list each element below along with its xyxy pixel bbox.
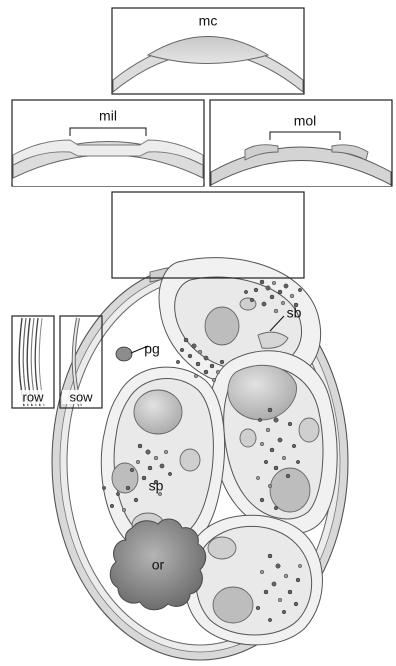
sporocyst-bottom — [184, 515, 322, 645]
label-sow: sow — [69, 389, 93, 404]
inset-micropyle-cap: mc — [112, 8, 304, 94]
inset-row: row — [12, 316, 54, 408]
sporocyst-right-vacuole-tiny — [240, 429, 256, 447]
label-mol: mol — [294, 113, 317, 129]
inset-mol: mol — [210, 100, 392, 186]
label-or: or — [152, 557, 165, 573]
label-row: row — [23, 389, 45, 404]
bracket-mol — [270, 132, 340, 140]
sporocyst-left-vacuole-small — [180, 449, 200, 471]
sporocyst-bottom-vacuole — [213, 587, 253, 623]
label-mil: mil — [99, 108, 117, 124]
sporocyst-right-vacuole-lower — [270, 468, 310, 512]
micropyle-cap-shape — [148, 37, 268, 64]
polar-granule — [116, 347, 132, 361]
sporocyst-top-vacuole — [205, 307, 239, 345]
sporocyst-left-vacuole-mid — [112, 463, 138, 493]
inset-mil: mil — [12, 100, 204, 186]
label-mc: mc — [199, 13, 218, 29]
label-sb: sb — [287, 305, 302, 321]
sporocyst-bottom-vacuole-top — [208, 537, 236, 559]
sporocyst-right-vacuole-small — [299, 418, 319, 442]
sporocyst-left-vacuole — [134, 390, 182, 434]
oocyst: sp or pg sb — [52, 258, 348, 660]
label-sp: sp — [149, 478, 164, 494]
label-pg: pg — [144, 341, 160, 357]
bracket-mil — [70, 128, 146, 136]
